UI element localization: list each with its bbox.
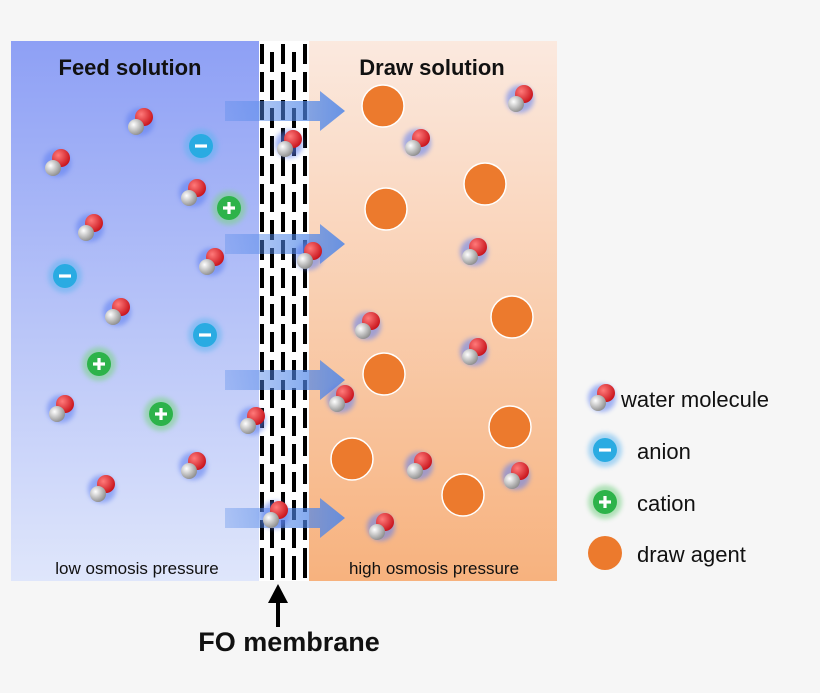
draw-agent-icon xyxy=(488,405,532,449)
water-molecule-icon xyxy=(405,452,433,480)
cation-icon xyxy=(144,397,178,431)
draw-agent-icon xyxy=(330,437,374,481)
feed-solution-title: Feed solution xyxy=(59,55,202,80)
up-arrow-icon xyxy=(268,584,288,627)
water-molecule-icon xyxy=(275,130,303,158)
draw-agent-icon xyxy=(588,536,622,570)
water-molecule-icon xyxy=(403,129,431,157)
membrane-label: FO membrane xyxy=(198,627,380,657)
water-molecule-icon xyxy=(367,513,395,541)
anion-icon xyxy=(184,129,218,163)
anion-icon xyxy=(588,433,622,467)
water-molecule-icon xyxy=(460,338,488,366)
draw-agent-icon xyxy=(362,352,406,396)
draw-agent-icon xyxy=(490,295,534,339)
draw-agent-icon xyxy=(361,84,405,128)
water-molecule-icon xyxy=(327,385,355,413)
legend-label-cation: cation xyxy=(637,491,696,516)
water-molecule-icon xyxy=(506,85,534,113)
cation-icon xyxy=(588,485,622,519)
water-molecule-icon xyxy=(88,475,116,503)
water-molecule-icon xyxy=(179,179,207,207)
water-molecule-icon xyxy=(43,149,71,177)
water-molecule-icon xyxy=(261,501,289,529)
draw-agent-icon xyxy=(364,187,408,231)
water-molecule-icon xyxy=(76,214,104,242)
draw-agent-icon xyxy=(463,162,507,206)
legend: water molecule anion cation draw agent xyxy=(588,384,769,570)
low-pressure-label: low osmosis pressure xyxy=(55,559,218,578)
water-molecule-icon xyxy=(179,452,207,480)
cation-icon xyxy=(82,347,116,381)
anion-icon xyxy=(188,318,222,352)
water-molecule-icon xyxy=(502,462,530,490)
water-molecule-icon xyxy=(238,407,266,435)
draw-agent-icon xyxy=(441,473,485,517)
legend-label-anion: anion xyxy=(637,439,691,464)
legend-label-draw: draw agent xyxy=(637,542,746,567)
high-pressure-label: high osmosis pressure xyxy=(349,559,519,578)
water-molecule-icon xyxy=(460,238,488,266)
water-molecule-icon xyxy=(588,384,616,412)
water-molecule-icon xyxy=(47,395,75,423)
water-molecule-icon xyxy=(353,312,381,340)
water-molecule-icon xyxy=(295,242,323,270)
legend-label-water: water molecule xyxy=(620,387,769,412)
water-molecule-icon xyxy=(103,298,131,326)
draw-solution-title: Draw solution xyxy=(359,55,504,80)
cation-icon xyxy=(212,191,246,225)
water-molecule-icon xyxy=(197,248,225,276)
water-molecule-icon xyxy=(126,108,154,136)
anion-icon xyxy=(48,259,82,293)
